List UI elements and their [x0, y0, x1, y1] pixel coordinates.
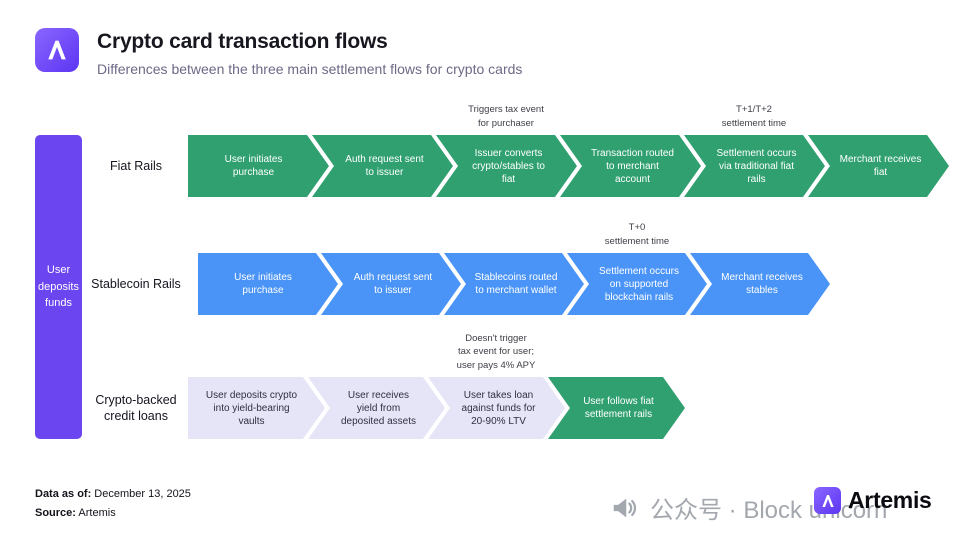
- stablecoin-rails-arrows: User initiates purchase Auth request sen…: [198, 253, 830, 315]
- flow-step-label: Transaction routed to merchant account: [590, 147, 674, 185]
- row-label-stablecoin-rails: Stablecoin Rails: [91, 276, 181, 291]
- annotation-settlement-time-t1-t2: T+1/T+2 settlement time: [721, 104, 787, 129]
- annotation-settlement-time-t0: T+0 settlement time: [604, 222, 670, 247]
- row-label-fiat-rails: Fiat Rails: [109, 158, 163, 173]
- flow-step: Settlement occurs on supported blockchai…: [567, 253, 707, 315]
- row-label-crypto-backed-credit-loans: Crypto-backed credit loans: [95, 392, 177, 423]
- flow-step: Issuer converts crypto/stables to fiat: [436, 135, 577, 197]
- crypto-backed-arrows: User deposits crypto into yield-bearing …: [188, 377, 685, 439]
- flow-step: User initiates purchase: [198, 253, 338, 315]
- source-value: Artemis: [75, 506, 116, 519]
- page-title: Crypto card transaction flows: [97, 30, 388, 53]
- flow-step-label: User follows fiat settlement rails: [583, 396, 654, 420]
- source-line: Source: Artemis: [35, 504, 191, 523]
- brand: Artemis: [814, 487, 932, 514]
- stablecoin-rails-row: Stablecoin Rails User initiates purchase…: [0, 222, 972, 315]
- crypto-backed-credit-loans-row: Crypto-backed credit loans User deposits…: [0, 333, 972, 439]
- watermark: 公众号 · Block unicorn: [610, 490, 887, 525]
- flow-step-label: Merchant receives stables: [721, 272, 803, 296]
- flow-step-label: User initiates purchase: [224, 154, 283, 178]
- flow-step-label: Issuer converts crypto/stables to fiat: [472, 147, 545, 185]
- flow-step-label: Auth request sent to issuer: [345, 154, 424, 178]
- flow-step: Stablecoins routed to merchant wallet: [444, 253, 584, 315]
- page-subtitle: Differences between the three main settl…: [97, 61, 523, 77]
- flow-step-label: User receives yield from deposited asset…: [340, 389, 417, 427]
- fiat-rails-row: Fiat Rails User initiates purchase Auth …: [0, 104, 972, 197]
- user-deposits-funds-label: User deposits funds: [38, 264, 79, 310]
- flow-step-label: Auth request sent to issuer: [353, 272, 433, 296]
- data-as-of-value: December 13, 2025: [91, 488, 191, 500]
- flow-step: Auth request sent to issuer: [321, 253, 461, 315]
- flow-step: User deposits crypto into yield-bearing …: [188, 377, 325, 439]
- flow-step-label: Settlement occurs via traditional fiat r…: [716, 147, 797, 185]
- artemis-logo-icon-footer: [814, 487, 841, 514]
- flow-step-label: User deposits crypto into yield-bearing …: [205, 389, 298, 427]
- flow-step-label: Settlement occurs on supported blockchai…: [598, 265, 680, 303]
- flow-step: Auth request sent to issuer: [312, 135, 453, 197]
- artemis-logo-icon: [35, 28, 79, 72]
- data-as-of-line: Data as of: December 13, 2025: [35, 485, 191, 504]
- flow-step-label: User takes loan against funds for 20-90%…: [461, 389, 536, 427]
- watermark-text: 公众号 · Block unicorn: [650, 497, 888, 524]
- brand-name: Artemis: [848, 487, 932, 513]
- header: Crypto card transaction flows Difference…: [35, 28, 522, 77]
- footer: Data as of: December 13, 2025 Source: Ar…: [35, 485, 191, 522]
- flow-step-label: Merchant receives fiat: [839, 154, 922, 178]
- source-label: Source:: [35, 506, 76, 519]
- fiat-rails-arrows: User initiates purchase Auth request sen…: [188, 135, 949, 197]
- flow-step: User takes loan against funds for 20-90%…: [428, 377, 565, 439]
- flow-step: User follows fiat settlement rails: [548, 377, 685, 439]
- flow-step-label: Stablecoins routed to merchant wallet: [474, 272, 558, 296]
- data-as-of-label: Data as of:: [35, 488, 92, 500]
- megaphone-icon: [613, 498, 637, 517]
- flow-step: Merchant receives stables: [690, 253, 830, 315]
- flow-step: User receives yield from deposited asset…: [308, 377, 445, 439]
- user-deposits-funds-block: User deposits funds: [35, 135, 82, 439]
- artemis-a-glyph: [48, 40, 66, 60]
- flow-step-label: User initiates purchase: [234, 272, 292, 296]
- flow-step: Transaction routed to merchant account: [560, 135, 701, 197]
- annotation-tax-event: Triggers tax event for purchaser: [468, 104, 544, 129]
- annotation-no-tax-event: Doesn't trigger tax event for user; user…: [456, 333, 536, 371]
- flow-step: User initiates purchase: [188, 135, 329, 197]
- flow-step: Merchant receives fiat: [808, 135, 949, 197]
- artemis-a-glyph-footer: [821, 494, 834, 507]
- flow-step: Settlement occurs via traditional fiat r…: [684, 135, 825, 197]
- header-text: Crypto card transaction flows Difference…: [97, 28, 522, 77]
